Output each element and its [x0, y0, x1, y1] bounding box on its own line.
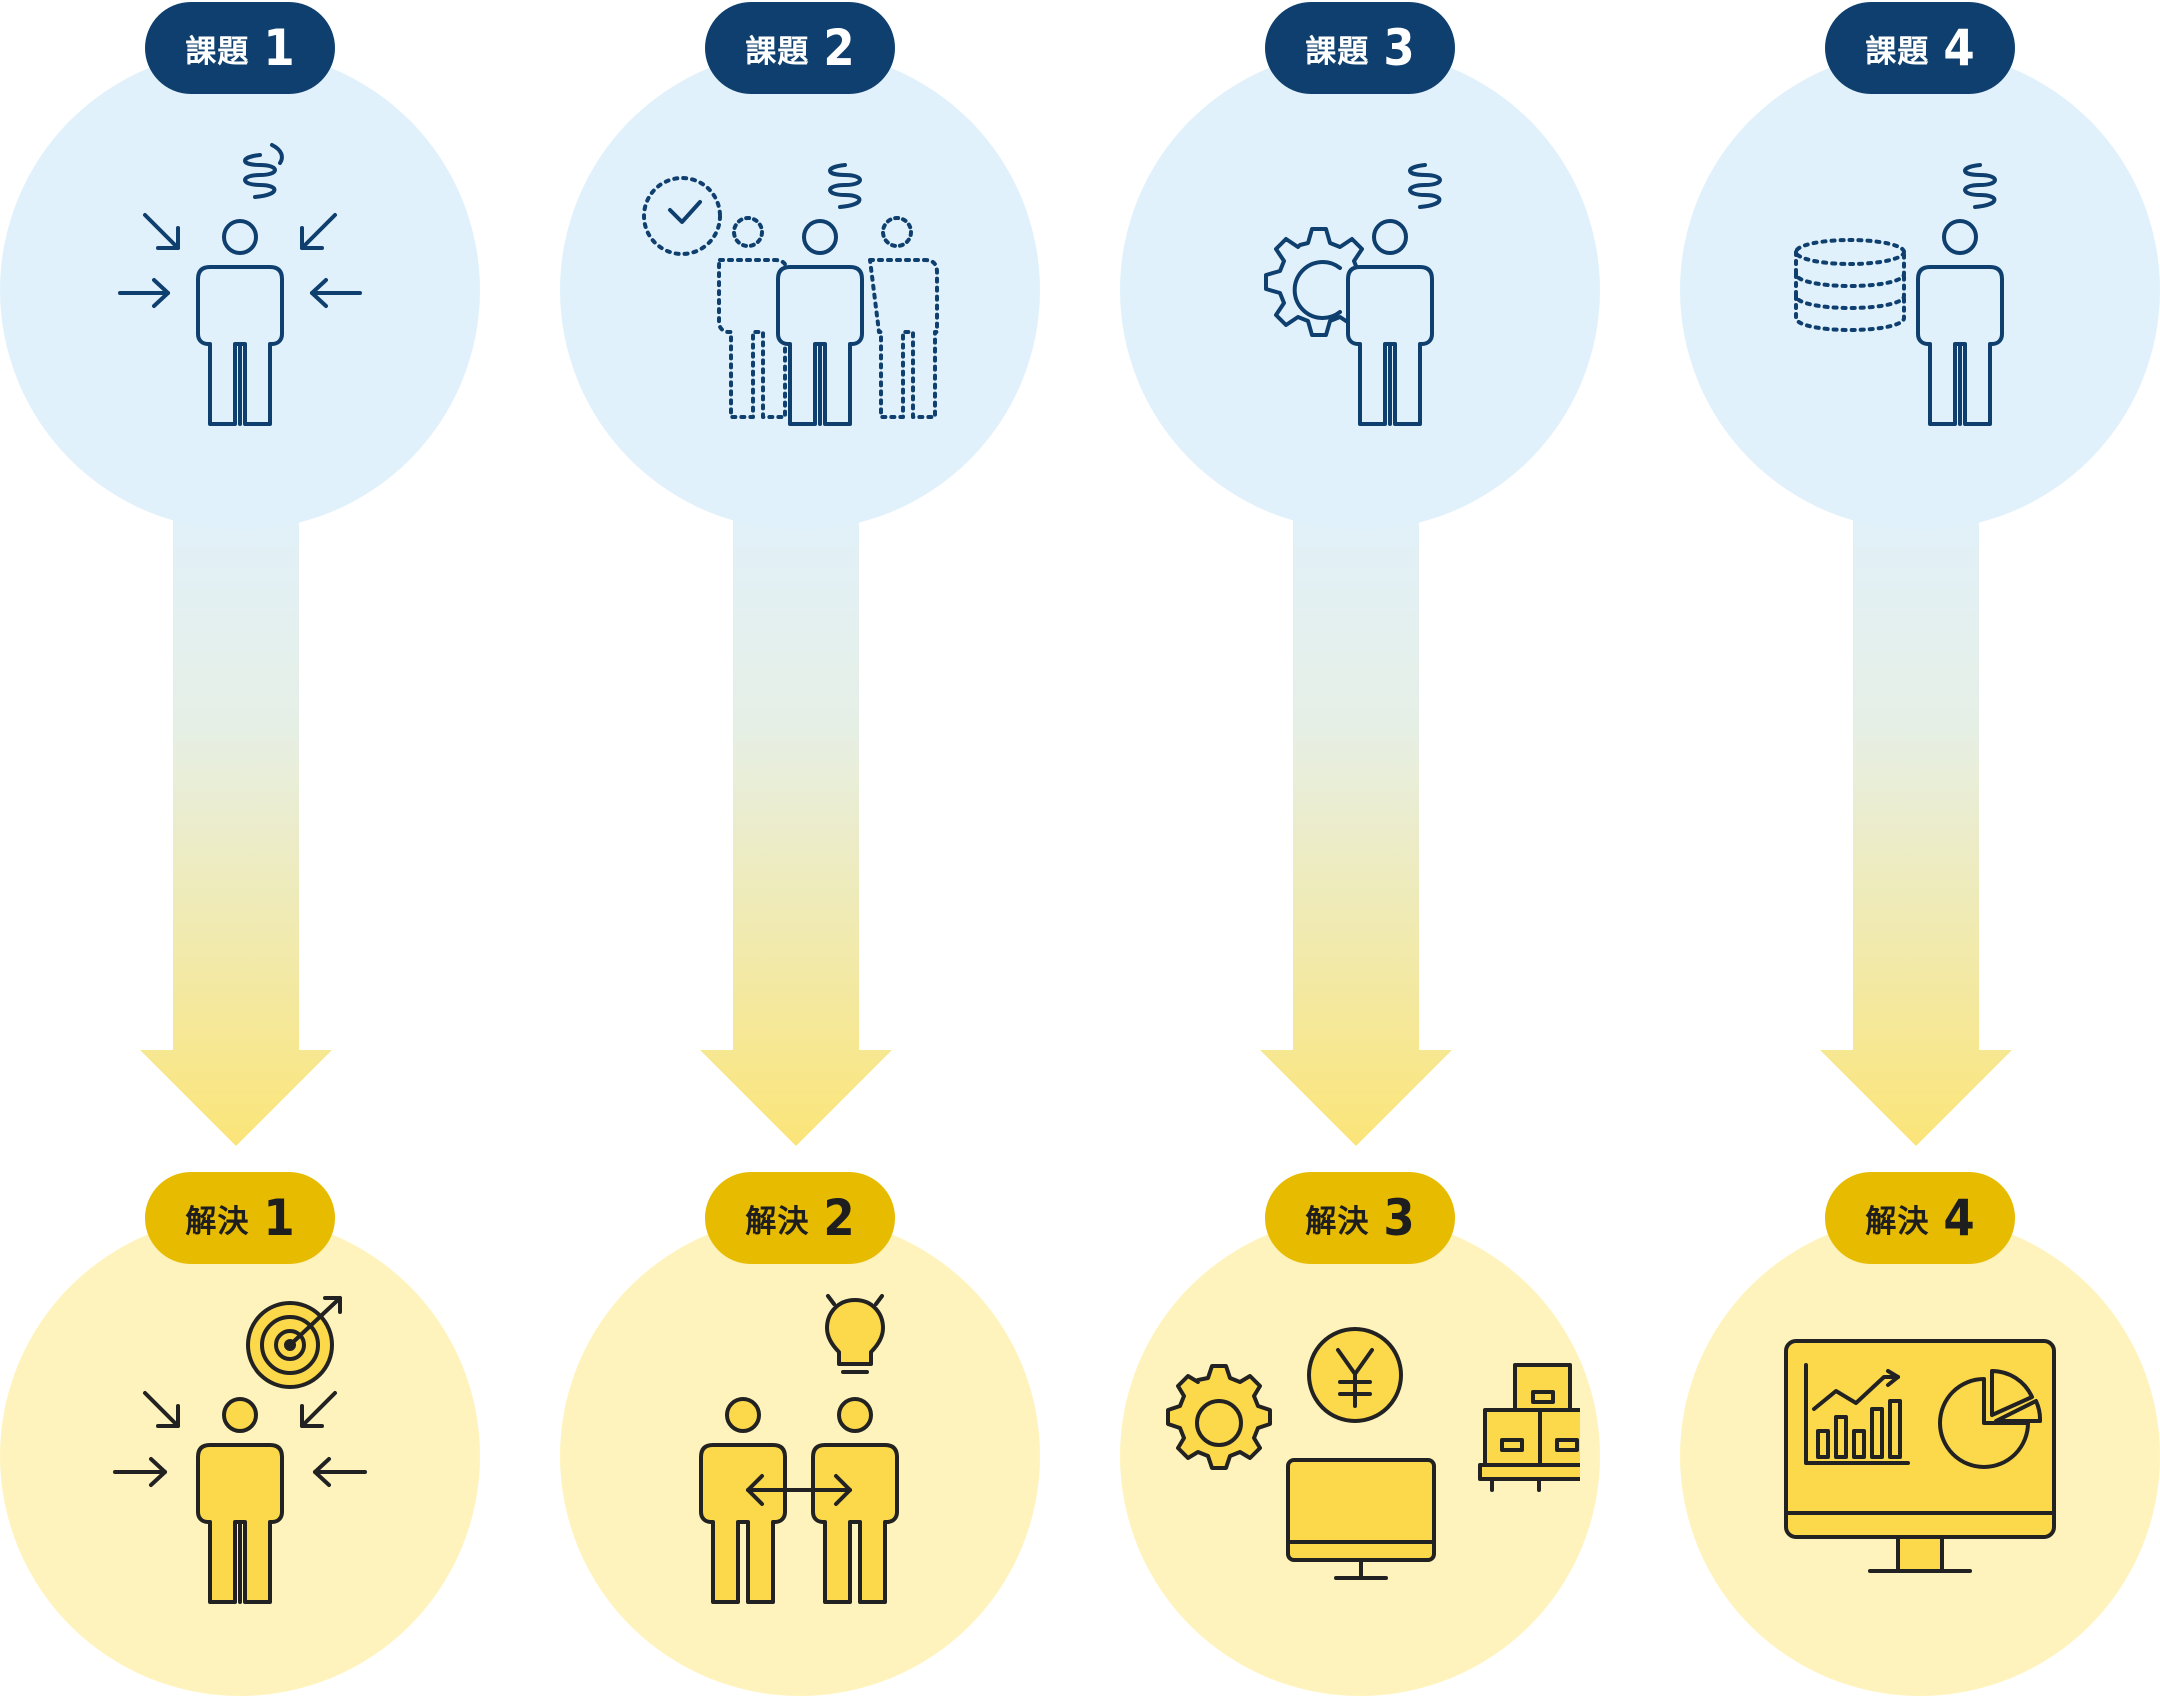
solution-number: 4 — [1943, 1189, 1975, 1247]
solution-badge: 解決 1 — [145, 1172, 335, 1264]
computer-cost-inventory-icon — [1166, 1327, 1580, 1580]
solution-label: 解決 — [185, 1203, 250, 1240]
issue-label: 課題 — [185, 33, 250, 70]
person-gear-icon — [1264, 163, 1442, 426]
flow-arrow-head — [140, 1050, 332, 1146]
issue-badge: 課題 2 — [705, 2, 895, 94]
issue-number: 4 — [1943, 19, 1975, 77]
issue-label: 課題 — [1865, 33, 1930, 70]
issue-label: 課題 — [745, 33, 810, 70]
overworked-team-clock-icon — [642, 163, 939, 426]
issue-number: 2 — [823, 19, 855, 77]
flow-arrow-shaft — [173, 470, 299, 1055]
issue-number: 3 — [1383, 19, 1415, 77]
analytics-monitor-icon — [1784, 1339, 2056, 1573]
solution-number: 1 — [263, 1189, 295, 1247]
solution-badge: 解決 4 — [1825, 1172, 2015, 1264]
solution-label: 解決 — [1865, 1203, 1930, 1240]
solution-label: 解決 — [745, 1203, 810, 1240]
solution-circle — [1120, 1216, 1600, 1696]
issue-badge: 課題 3 — [1265, 2, 1455, 94]
column-2: 課題 2 解決 2 — [560, 0, 1040, 1698]
flow-arrow-head — [700, 1050, 892, 1146]
solution-badge: 解決 3 — [1265, 1172, 1455, 1264]
solution-number: 3 — [1383, 1189, 1415, 1247]
solution-label: 解決 — [1305, 1203, 1370, 1240]
column-1: 課題 1 解決 1 — [0, 0, 480, 1698]
person-database-icon — [1794, 163, 2004, 426]
flow-arrow-head — [1820, 1050, 2012, 1146]
focused-person-target-icon — [113, 1296, 367, 1604]
stressed-person-icon — [118, 143, 362, 426]
collaboration-idea-icon — [699, 1294, 899, 1604]
flow-arrow-shaft — [733, 470, 859, 1055]
column-3: 課題 3 解決 3 — [1120, 0, 1600, 1698]
solution-badge: 解決 2 — [705, 1172, 895, 1264]
issue-circle — [0, 50, 480, 530]
solution-circle — [560, 1216, 1040, 1696]
issue-badge: 課題 1 — [145, 2, 335, 94]
flow-arrow-shaft — [1853, 470, 1979, 1055]
flow-arrow-shaft — [1293, 470, 1419, 1055]
issue-number: 1 — [263, 19, 295, 77]
issue-label: 課題 — [1305, 33, 1370, 70]
flow-arrow-head — [1260, 1050, 1452, 1146]
column-4: 課題 4 解決 4 — [1680, 0, 2160, 1698]
solution-number: 2 — [823, 1189, 855, 1247]
issue-badge: 課題 4 — [1825, 2, 2015, 94]
